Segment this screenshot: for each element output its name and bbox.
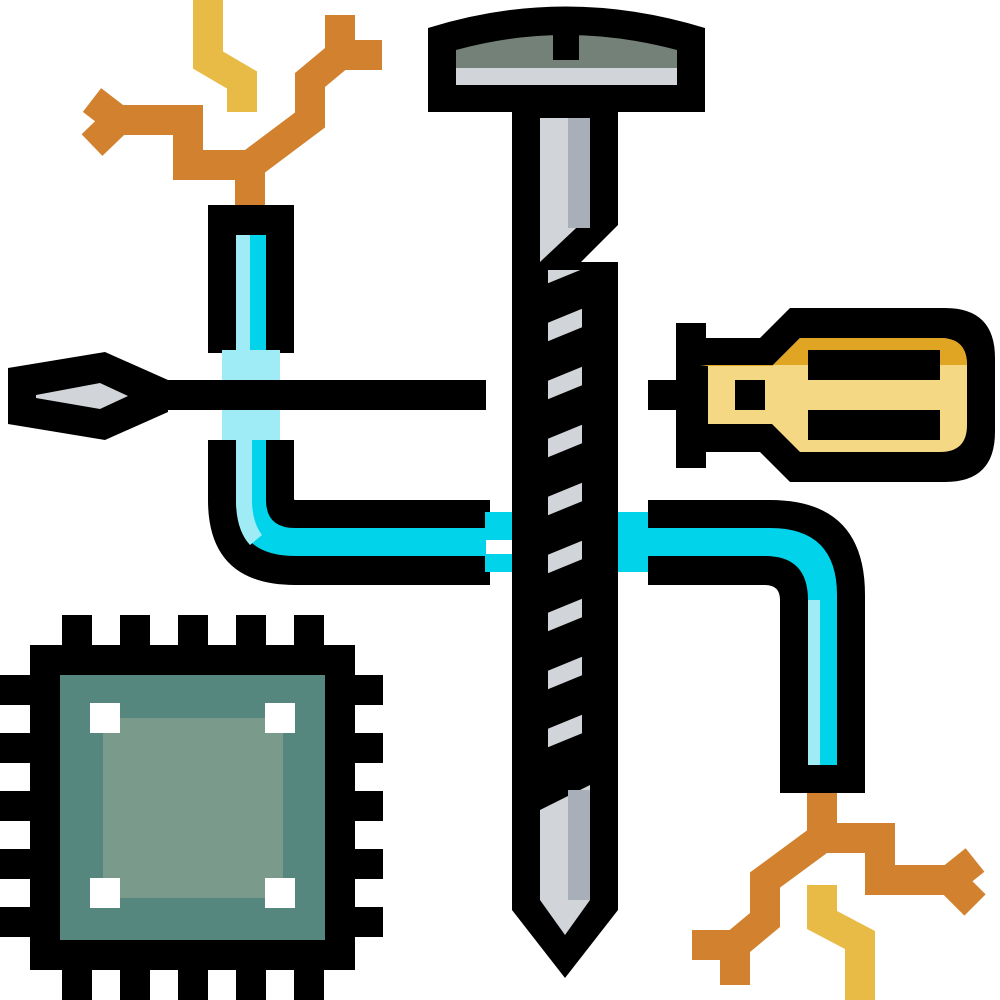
screw-thread-gap — [486, 598, 512, 612]
microchip-icon — [0, 615, 383, 1000]
screw-icon — [428, 6, 705, 978]
screw-head-slot — [553, 30, 579, 60]
wire-top-orange-branch — [81, 109, 129, 156]
screwdriver-grip-top — [808, 350, 940, 380]
wire-top-orange-right — [241, 15, 355, 177]
screw-thread — [512, 556, 618, 616]
screwdriver-shaft-right — [648, 380, 678, 410]
screw-thread — [512, 672, 618, 732]
wire-top-yellow — [193, 0, 257, 112]
broken-wire-bottom-icon — [692, 792, 986, 1000]
screw-thread — [512, 266, 618, 326]
screw-thread — [512, 440, 618, 500]
screw-thread-gap — [486, 772, 512, 786]
wire-bottom-orange-main — [807, 792, 985, 895]
wire-top-orange-main — [82, 88, 265, 208]
screw-thread-gap — [486, 366, 512, 380]
screw-thread-gap — [486, 308, 512, 322]
screwdriver-handle-band — [735, 380, 765, 410]
microchip-die — [103, 718, 283, 898]
pipe-elbow-fill — [236, 440, 490, 556]
screw-thread — [512, 614, 618, 674]
pipe-top-highlight — [236, 235, 250, 353]
wire-bottom-orange-branch — [939, 869, 986, 916]
screw-threads — [486, 266, 618, 790]
screw-tip-shade — [568, 790, 590, 900]
broken-wire-top-icon — [81, 0, 382, 208]
screw-thread-gap — [486, 714, 512, 728]
screw-thread — [512, 324, 618, 384]
microchip-mark-tr — [265, 703, 295, 733]
screwdriver-grip-bottom — [808, 410, 940, 440]
screw-thread-gap — [486, 482, 512, 496]
screw-thread-gap — [486, 656, 512, 670]
screw-head-shine — [456, 68, 677, 85]
screw-neck-shade — [568, 118, 590, 228]
microchip-mark-tl — [90, 703, 120, 733]
screwdriver-icon — [8, 308, 995, 482]
microchip-mark-bl — [90, 878, 120, 908]
screwdriver-shaft-left — [160, 380, 486, 410]
microchip-mark-br — [265, 878, 295, 908]
screw-thread-gap — [486, 540, 512, 554]
screw-thread — [512, 382, 618, 442]
pipe-elbow-highlight — [236, 440, 262, 545]
screw-thread-gap — [486, 424, 512, 438]
wire-bottom-yellow — [807, 885, 875, 1000]
screw-thread — [512, 498, 618, 558]
pipe-right-highlight — [808, 600, 820, 765]
screwdriver-tip-fill — [36, 383, 128, 409]
screwdriver-ferrule — [676, 323, 706, 468]
